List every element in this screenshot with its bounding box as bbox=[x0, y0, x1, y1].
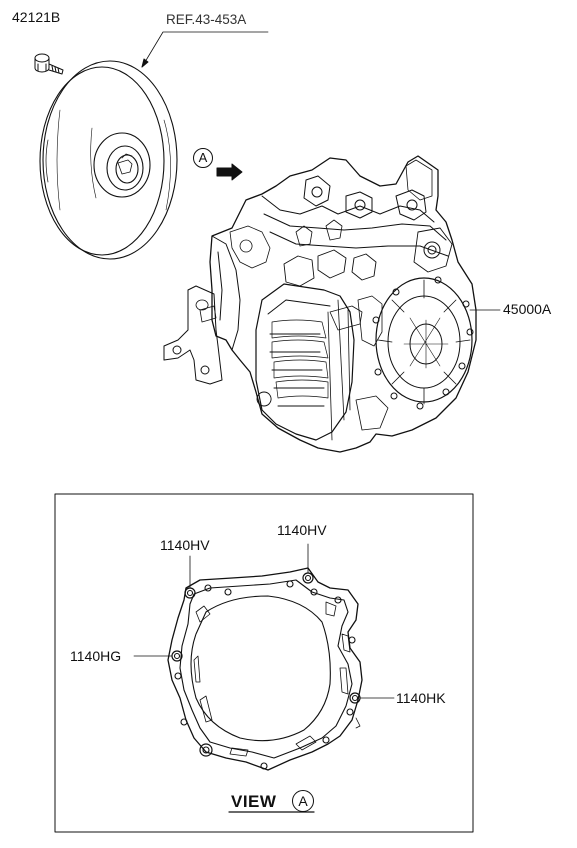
direction-arrow bbox=[216, 163, 243, 181]
view-marker-circle: A bbox=[292, 790, 314, 812]
dowel-label-right: 1140HK bbox=[396, 690, 446, 706]
ref-leader-line bbox=[141, 31, 269, 68]
bolt-42121b-drawing bbox=[34, 53, 64, 75]
ref-leader-arrow bbox=[141, 58, 149, 68]
transaxle-drawing bbox=[163, 155, 477, 453]
dowel-label-top-right: 1140HV bbox=[277, 522, 327, 538]
torque-converter-drawing bbox=[39, 60, 178, 260]
part-label-45000a: 45000A bbox=[503, 301, 552, 317]
view-leaders bbox=[133, 543, 395, 699]
view-title: VIEW bbox=[231, 792, 277, 811]
part-label-42121b: 42121B bbox=[12, 9, 61, 25]
dowel-label-top-left: 1140HV bbox=[160, 537, 210, 553]
direction-marker-circle: A bbox=[193, 148, 213, 168]
housing-face-drawing bbox=[167, 567, 363, 771]
view-a-frame bbox=[54, 493, 474, 833]
ref-label: REF.43-453A bbox=[166, 12, 247, 27]
dowel-label-left: 1140HG bbox=[70, 648, 122, 664]
